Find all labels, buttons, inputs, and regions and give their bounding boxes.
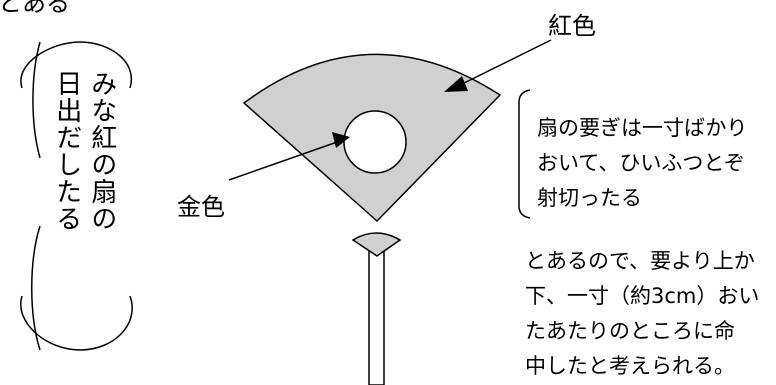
gold-color-label: 金色 [177,193,225,221]
quote-line-1: 扇の要ぎは一寸ばかり [537,116,748,140]
header-fragment: とある [0,0,70,17]
poem-oval-top [20,41,133,89]
explanation-line-3: たあたりのところに命 [525,319,735,343]
quote-text: 扇の要ぎは一寸ばかり おいて、ひいふつとぞ 射切ったる [537,111,747,216]
gold-leader-line [228,140,341,181]
poem-line-1: みな紅の扇の [86,70,117,232]
red-leader-line [453,39,552,89]
red-color-label: 紅色 [548,12,596,40]
fan-lower-wedge [351,232,402,257]
explanation-line-2: 下、一寸（約3cm）おい [525,284,760,308]
poem-bracket-left [30,41,41,351]
explanation-line-1: とあるので、要より上か [525,249,755,273]
quote-bracket [518,89,531,219]
poem-line-2: 日出だしたる [51,70,82,232]
red-arrowhead [444,76,468,92]
gold-arrowhead [332,132,350,148]
quote-line-3: 射切ったる [537,186,642,210]
explanation-line-4: 中したと考えられる。 [525,354,735,378]
explanation-text: とあるので、要より上か 下、一寸（約3cm）おい たあたりのところに命 中したと… [525,244,759,384]
gold-circle [343,110,407,174]
fan-handle [368,243,385,385]
quote-line-2: おいて、ひいふつとぞ [537,151,745,175]
poem-oval-bottom [20,295,133,351]
